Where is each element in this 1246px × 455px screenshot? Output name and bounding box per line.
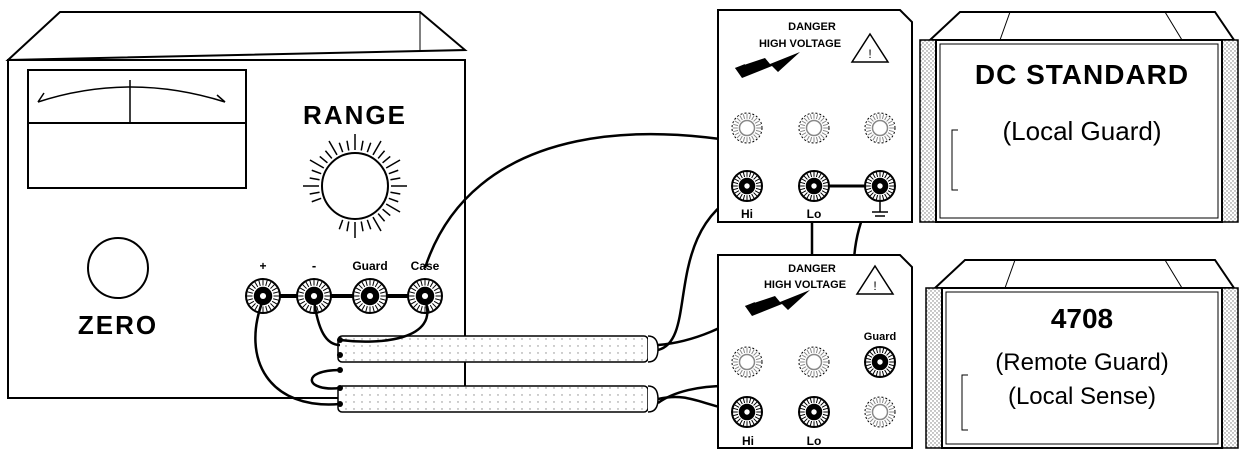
cable-lower bbox=[337, 385, 649, 413]
calibrator-4708-mode-line1: (Remote Guard) bbox=[995, 349, 1168, 376]
calibrator-4708-hi-binding-post-icon[interactable] bbox=[731, 396, 763, 428]
calibrator-4708-warning-line1: DANGER bbox=[788, 263, 836, 275]
dc-standard-warning-line1: DANGER bbox=[788, 21, 836, 33]
terminal-minus-label: - bbox=[312, 258, 316, 273]
calibrator-4708-hi-label: Hi bbox=[742, 434, 754, 448]
calibrator-4708-warning-line2: HIGH VOLTAGE bbox=[764, 279, 846, 291]
calibrator-4708-name: 4708 bbox=[1051, 303, 1113, 334]
dc-standard-hi-label: Hi bbox=[741, 207, 753, 221]
warning-triangle-icon: ! bbox=[855, 264, 895, 295]
calibrator-4708-unused-post-icon[interactable] bbox=[798, 346, 830, 378]
zero-knob bbox=[87, 237, 149, 299]
dc-standard: DANGER HIGH VOLTAGE ! Hi Lo DC STANDARD … bbox=[717, 9, 1239, 223]
calibrator-4708-guard-label: Guard bbox=[864, 331, 896, 343]
cable-bundle bbox=[337, 335, 659, 413]
calibrator-4708: DANGER HIGH VOLTAGE ! Guard Hi Lo 4708 (… bbox=[717, 254, 1239, 449]
calibrator-4708-lo-label: Lo bbox=[807, 434, 822, 448]
dc-standard-unused-post-icon[interactable] bbox=[798, 112, 830, 144]
calibrator-4708-guard-binding-post-icon[interactable] bbox=[864, 346, 896, 378]
dc-standard-mode: (Local Guard) bbox=[1003, 116, 1162, 146]
range-knob[interactable] bbox=[303, 134, 407, 238]
calibrator-4708-unused-post-icon[interactable] bbox=[864, 396, 896, 428]
terminal-plus-binding-post-icon[interactable] bbox=[245, 278, 281, 314]
terminal-guard-binding-post-icon[interactable] bbox=[352, 278, 388, 314]
range-label: RANGE bbox=[303, 100, 407, 130]
calibrator-4708-unused-post-icon[interactable] bbox=[731, 346, 763, 378]
null-meter-terminals: + - Guard Case bbox=[259, 258, 439, 273]
svg-text:!: ! bbox=[873, 279, 876, 293]
terminal-guard-label: Guard bbox=[352, 259, 387, 273]
svg-text:!: ! bbox=[868, 47, 871, 61]
lightning-bolt-icon bbox=[745, 290, 810, 316]
lightning-bolt-icon bbox=[735, 52, 800, 78]
dc-standard-lo-binding-post-icon[interactable] bbox=[798, 170, 830, 202]
terminal-plus-label: + bbox=[259, 259, 266, 273]
dc-standard-unused-post-icon[interactable] bbox=[864, 112, 896, 144]
dc-standard-lo-label: Lo bbox=[807, 207, 822, 221]
dc-standard-hi-binding-post-icon[interactable] bbox=[731, 170, 763, 202]
dc-standard-name: DC STANDARD bbox=[975, 59, 1189, 90]
terminal-minus-binding-post-icon[interactable] bbox=[296, 278, 332, 314]
dc-standard-warning-line2: HIGH VOLTAGE bbox=[759, 38, 841, 50]
warning-triangle-icon: ! bbox=[850, 32, 890, 63]
zero-label: ZERO bbox=[78, 310, 158, 340]
meter-dial-icon bbox=[27, 69, 247, 189]
calibrator-4708-mode-line2: (Local Sense) bbox=[1008, 383, 1156, 410]
dc-standard-unused-post-icon[interactable] bbox=[731, 112, 763, 144]
dc-standard-ground-binding-post-icon[interactable] bbox=[864, 170, 896, 202]
calibrator-4708-lo-binding-post-icon[interactable] bbox=[798, 396, 830, 428]
terminal-case-binding-post-icon[interactable] bbox=[407, 278, 443, 314]
